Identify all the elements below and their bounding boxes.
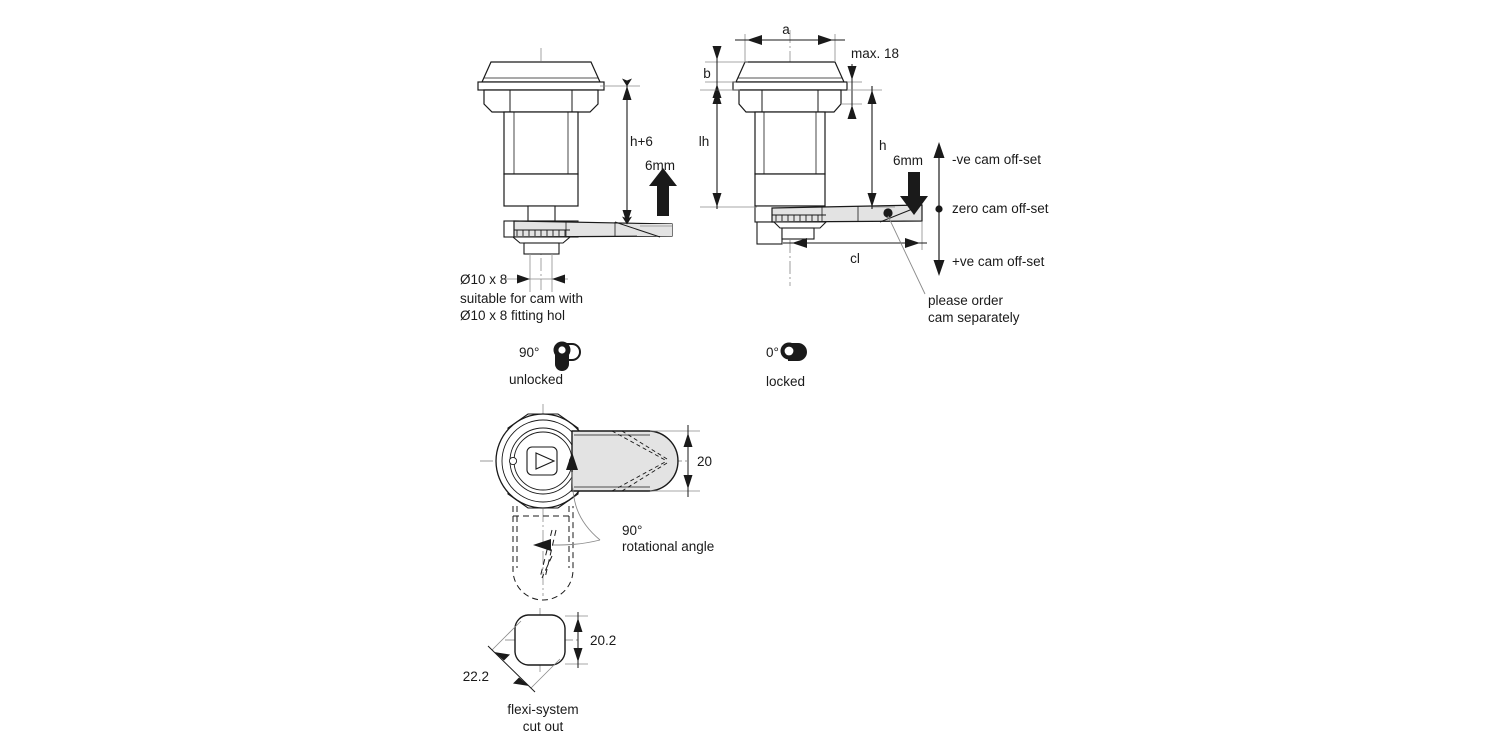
lock-shaft-collar	[527, 205, 556, 222]
unlocked-angle-label: 90°	[519, 345, 539, 360]
locked-angle-label: 0°	[766, 345, 779, 360]
unlocked-state-label: unlocked	[509, 372, 563, 387]
offset-zero-label: zero cam off-set	[952, 201, 1049, 216]
rotation-angle-line-2: rotational angle	[622, 539, 714, 554]
dimension-h-label: h	[879, 138, 887, 153]
right-side-view-group: a b lh max. 18	[699, 22, 1049, 325]
dimension-lh-label: lh	[699, 134, 710, 149]
dimension-a-label: a	[782, 22, 790, 37]
locked-hub-bore-icon	[784, 346, 794, 356]
left-offset-arrow-label: 6mm	[645, 158, 675, 173]
dimension-b-label: b	[703, 66, 711, 81]
cutout-view-group: 20.2 22.2 flexi-system cut out	[463, 608, 616, 734]
dimension-h-plus-6	[600, 78, 672, 227]
state-locked-group: 0° locked	[766, 342, 807, 389]
lock-lower-body	[503, 173, 579, 207]
bore-note-line-2: Ø10 x 8 fitting hol	[460, 308, 565, 323]
dimension-max-18	[841, 64, 862, 119]
lock-hex-nut	[483, 89, 599, 113]
top-view-rotation-leader-2	[552, 539, 601, 546]
lock-threaded-barrel	[503, 111, 579, 175]
cam-serration-left-view	[514, 229, 570, 236]
bore-dimension-label: Ø10 x 8	[460, 272, 507, 287]
cam-order-note-line-2: cam separately	[928, 310, 1020, 325]
cutout-dimension-22-2	[487, 620, 561, 693]
dimension-a	[735, 34, 845, 62]
top-view-dimension-20	[650, 425, 700, 497]
offset-negative-label: -ve cam off-set	[952, 152, 1041, 167]
state-unlocked-group: 90° unlocked	[509, 341, 581, 387]
cam-washer-right-view	[772, 221, 828, 229]
dimension-cl	[783, 222, 927, 282]
cam-retaining-nut-left-view	[523, 242, 560, 255]
top-view-group: 20 90° rotational angle	[480, 404, 714, 601]
cam-arm-right-view	[771, 204, 923, 223]
dimension-lh	[700, 88, 757, 209]
top-view-cam-taper-dashed	[611, 430, 668, 492]
cam-arm-taper-edge-left-view	[614, 221, 661, 238]
lock-head-cap	[481, 61, 601, 83]
top-view-triangle-key-icon	[535, 452, 556, 470]
cam-order-note-leader	[887, 215, 926, 295]
top-view-cam-rotated-dashed	[512, 506, 574, 601]
rotation-angle-line-1: 90°	[622, 523, 642, 538]
top-view-rotation-arrow-left	[533, 539, 551, 551]
lock-head-cap-right	[735, 61, 845, 83]
cam-washer-left-view	[511, 236, 572, 244]
bore-extension-lines-left	[529, 254, 553, 292]
lock-hex-nut-right	[738, 89, 842, 113]
offset-positive-label: +ve cam off-set	[952, 254, 1045, 269]
cutout-caption-line-2: cut out	[523, 719, 564, 734]
dimension-max-18-label: max. 18	[851, 46, 899, 61]
left-offset-up-arrow	[649, 168, 677, 216]
locked-state-label: locked	[766, 374, 805, 389]
right-offset-arrow-label: 6mm	[893, 153, 923, 168]
cam-offset-scale	[933, 142, 945, 276]
lock-threaded-barrel-right	[754, 111, 826, 175]
top-view-rotation-arrow-up	[566, 452, 578, 470]
lock-lower-body-right	[754, 173, 826, 207]
cam-order-note-line-1: please order	[928, 293, 1004, 308]
top-view-rotation-leader	[571, 471, 601, 541]
top-view-pin-left	[508, 456, 518, 466]
cutout-caption-line-1: flexi-system	[507, 702, 578, 717]
cutout-profile	[514, 614, 566, 666]
cam-arm-taper-left-view	[637, 224, 672, 236]
top-view-dimension-20-label: 20	[697, 454, 712, 469]
bore-note-line-1: suitable for cam with	[460, 291, 583, 306]
dimension-bore-left	[506, 274, 568, 284]
dimension-h-plus-6-label: h+6	[630, 134, 653, 149]
cutout-dimension-20-2-label: 20.2	[590, 633, 616, 648]
cutout-dimension-22-2-label: 22.2	[463, 669, 489, 684]
cutout-dimension-20-2	[565, 612, 588, 668]
cam-order-note-dot	[883, 208, 893, 218]
left-side-view-group: h+6 6mm Ø10 x 8 suitable for cam with Ø1…	[460, 48, 677, 323]
dimension-h	[847, 86, 895, 209]
lock-flange	[477, 81, 605, 91]
cam-retaining-nut-right-view	[781, 227, 815, 240]
dimension-cl-label: cl	[850, 251, 860, 266]
unlocked-hub-bore-icon	[558, 346, 566, 354]
top-view-cam	[571, 430, 679, 492]
right-offset-down-arrow	[900, 172, 928, 215]
cam-serration-right-view	[772, 214, 826, 221]
lock-flange-right	[732, 81, 848, 91]
